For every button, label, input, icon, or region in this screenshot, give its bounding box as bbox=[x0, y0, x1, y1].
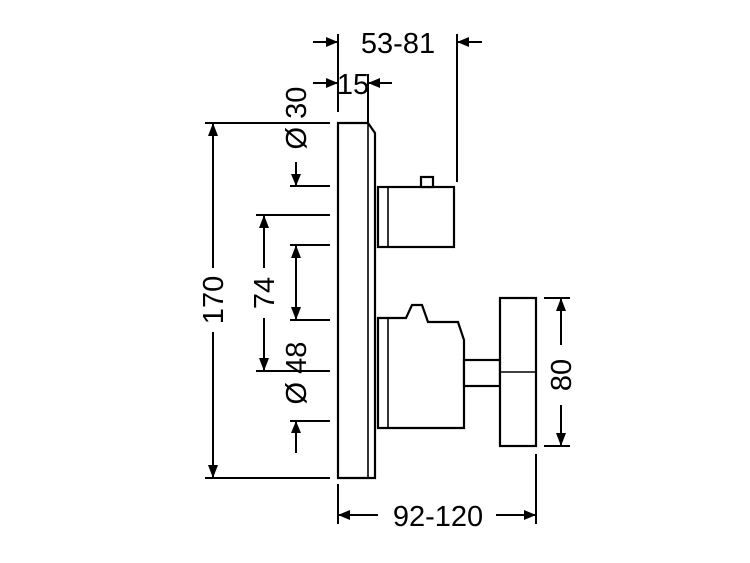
dim-height-mid-label: 74 bbox=[249, 277, 281, 309]
upper-knob bbox=[376, 175, 456, 249]
dim-height-total-label: 170 bbox=[198, 276, 230, 324]
dim-top-offset: 15 bbox=[313, 69, 392, 122]
dim-top-offset-label: 15 bbox=[337, 69, 369, 101]
dim-height-mid: 74 bbox=[249, 214, 330, 372]
dim-diameter-lower: Ø 48 bbox=[281, 244, 330, 453]
dim-diameter-upper: Ø 30 bbox=[281, 87, 330, 187]
dim-handle-height: 80 bbox=[544, 297, 578, 447]
dim-diameter-upper-label: Ø 30 bbox=[281, 87, 313, 150]
dim-diameter-lower-label: Ø 48 bbox=[281, 342, 313, 405]
lower-valve bbox=[376, 296, 538, 448]
dim-handle-height-label: 80 bbox=[546, 359, 578, 391]
dim-height-total: 170 bbox=[198, 122, 330, 479]
dim-bottom-depth-label: 92-120 bbox=[393, 501, 483, 533]
dim-top-total: 53-81 bbox=[313, 28, 482, 182]
dim-top-total-label: 53-81 bbox=[361, 28, 435, 60]
dim-bottom-depth: 92-120 bbox=[337, 454, 537, 533]
wall-plate bbox=[336, 121, 377, 480]
